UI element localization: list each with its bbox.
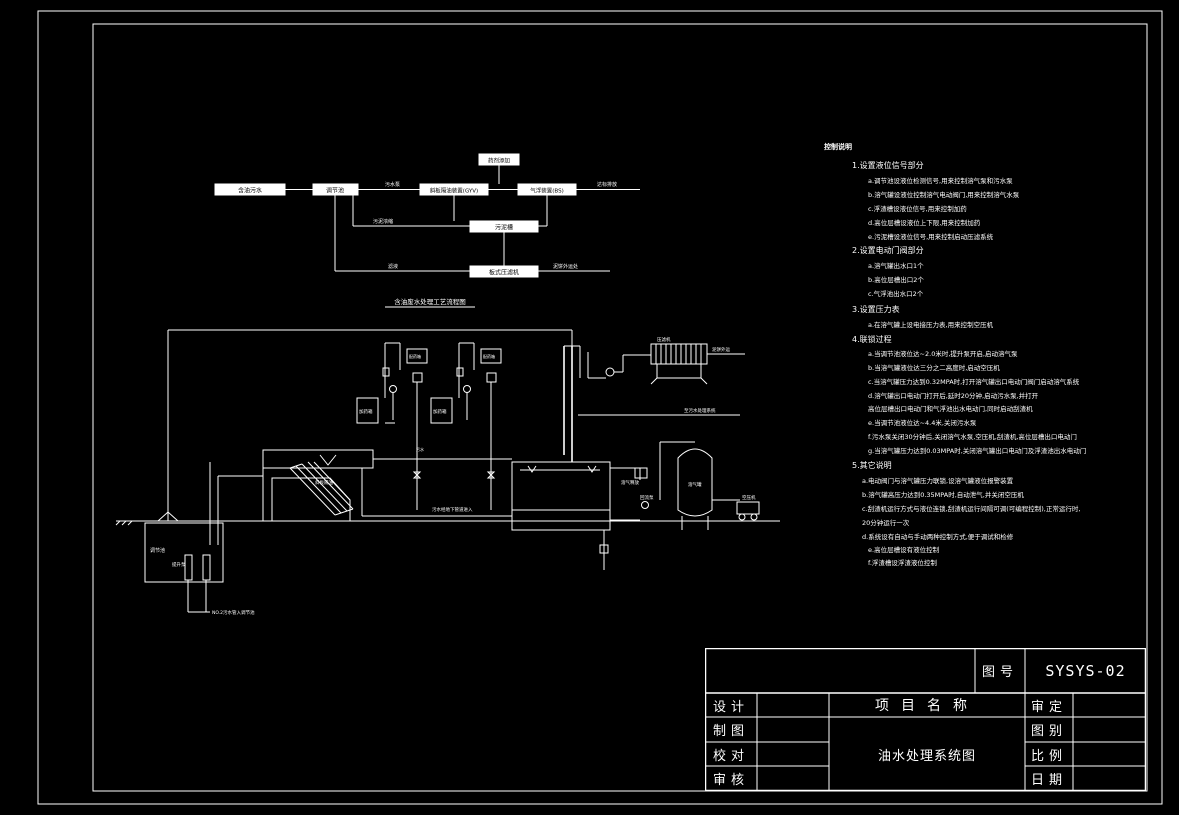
air-tank xyxy=(677,448,713,517)
flow-lbl-pump: 污水泵 xyxy=(385,181,400,188)
title-block-grid xyxy=(705,648,1146,791)
air-tank-label: 溶气罐 xyxy=(688,481,702,488)
release-label: 溶气释放 xyxy=(621,479,639,486)
compressor-label: 空压机 xyxy=(742,494,756,501)
compressor xyxy=(736,501,760,515)
notes-heading: 控制说明 xyxy=(824,143,852,151)
flow-outlet: 达标排放 xyxy=(597,181,617,188)
ctrl-box-a-label: 配药箱 xyxy=(409,353,421,359)
adjust-tank xyxy=(144,522,224,583)
project-name-label: 项目名称 xyxy=(875,698,979,714)
notes-item: d.溶气罐出口电动门打开后,延时20分钟,启动污水泵,并打开 xyxy=(868,392,1039,400)
notes-sec-1-title: 1.设置液位信号部分 xyxy=(852,161,924,170)
ctrl-box-b-label: 配药箱 xyxy=(483,353,495,359)
flow-sep-device: 斜板隔油装置(GYV) xyxy=(430,187,478,195)
label-draw: 制图 xyxy=(712,724,749,739)
separator-top xyxy=(262,449,374,469)
dosing-tank-b-label: 加药箱 xyxy=(433,408,447,415)
notes-item: 20分钟运行一次 xyxy=(862,519,910,527)
notes-item: 高位层槽出口电动门和气浮池出水电动门,同时启动刮渣机 xyxy=(868,405,1033,413)
label-category: 图别 xyxy=(1030,724,1067,739)
lift-pump-label: 提升泵 xyxy=(172,561,186,568)
notes-item: c.当溶气罐压力达到0.32MPA时,打开溶气罐出口电动门阀门启动溶气系统 xyxy=(868,378,1080,386)
notes-item: c.浮渣槽设液位信号,用来控制加药 xyxy=(868,205,967,213)
label-date: 日期 xyxy=(1030,773,1067,788)
notes-item: d.高位层槽设液位上下限,用来控制加药 xyxy=(868,219,981,227)
notes-item: b.溶气罐高压力达到0.35MPA时,自动泄气,并关闭空压机 xyxy=(862,491,1024,499)
title-block: 图号 SYSYS-02 设计 制图 校对 审核 项目名称 油水处理系统图 审定 … xyxy=(705,648,1146,791)
notes-item: b.高位层槽出口2个 xyxy=(868,276,924,284)
label-approve: 审定 xyxy=(1030,699,1067,715)
notes-item: a.当调节池液位达~2.0米时,提升泵开启,启动溶气泵 xyxy=(868,350,1018,358)
flow-lbl-cake: 泥饼外运处 xyxy=(553,263,578,270)
notes-item: e.污泥槽设液位信号,用来控制启动压滤系统 xyxy=(868,233,994,241)
filter-press xyxy=(650,343,708,365)
inner-frame xyxy=(92,23,1148,792)
flow-dosing: 药剂添加 xyxy=(488,157,510,165)
notes-sec-3-title: 3.设置压力表 xyxy=(852,305,900,314)
notes-sec-4-title: 4.联锁过程 xyxy=(852,335,892,344)
dosing-tank-b xyxy=(430,397,453,424)
flow-float-device: 气浮装置(BS) xyxy=(530,187,563,195)
flow-raw-water: 含油污水 xyxy=(238,187,262,195)
flow-sludge-tank: 污泥槽 xyxy=(495,224,513,232)
dirty-pipe-label: 至污水处理系统 xyxy=(684,407,716,414)
pipe-note: 污水经地下管道进入 xyxy=(432,506,473,513)
label-design: 设计 xyxy=(712,699,749,715)
notes-item: f.浮渣槽设浮渣液位控制 xyxy=(868,559,937,567)
notes-item: d.系统设有自动与手动两种控制方式,便于调试和检修 xyxy=(862,533,1014,541)
notes-item: b.溶气罐设液位控制溶气电动阀门,用来控制溶气水泵 xyxy=(868,191,1020,199)
adjust-tank-label: 调节池 xyxy=(150,547,165,554)
notes-item: a.溶气罐出水口1个 xyxy=(868,262,924,270)
equipment-schematic: 调节池 提升泵 NO.2污水管入调节池 斜板隔油 污水经地下管道进入 xyxy=(115,329,780,616)
notes-item: a.在溶气罐上设电接压力表,用来控制空压机 xyxy=(868,321,994,329)
flow-title: 含油废水处理工艺流程图 xyxy=(394,297,466,306)
flotation-tank xyxy=(511,461,611,511)
notes-item: f.污水泵关闭30分钟后,关闭溶气水泵,空压机,刮渣机,高位层槽出口电动门 xyxy=(868,433,1077,441)
press-label: 压滤机 xyxy=(657,336,671,343)
flow-lbl-filtrate: 滤液 xyxy=(388,263,398,270)
notes-item: a.电动阀门与溶气罐压力联锁,设溶气罐液位报警装置 xyxy=(862,477,1014,485)
drawing-no: SYSYS-02 xyxy=(1045,661,1126,680)
notes-item: g.当溶气罐压力达到0.03MPA时,关闭溶气罐出口电动门及浮渣池出水电动门 xyxy=(868,447,1087,455)
flow-lbl-sludge: 污泥浓缩 xyxy=(373,218,393,225)
sewage-label: 污水 xyxy=(416,446,424,452)
notes-item: e.高位层槽设有液位控制 xyxy=(868,546,940,554)
drawing-name: 油水处理系统图 xyxy=(877,748,976,764)
notes-sec-2-title: 2.设置电动门阀部分 xyxy=(852,246,924,255)
notes-item: e.当调节池液位达~4.4米,关闭污水泵 xyxy=(868,419,977,427)
dosing-tank-a-label: 加药箱 xyxy=(359,408,373,415)
circ-label: 回流泵 xyxy=(640,494,654,501)
label-scale: 比例 xyxy=(1030,748,1067,764)
notes-sec-5-title: 5.其它说明 xyxy=(852,461,892,470)
outer-frame xyxy=(37,10,1163,805)
drawing-no-label: 图号 xyxy=(981,665,1018,680)
ctrl-box-a xyxy=(406,348,428,364)
label-check: 校对 xyxy=(712,748,749,764)
press-out-label: 泥饼外运 xyxy=(712,346,730,353)
process-flow-diagram: 含油污水 调节池 斜板隔油装置(GYV) 气浮装置(BS) 药剂添加 污泥槽 板… xyxy=(214,153,640,308)
notes-item: c.气浮池出水口2个 xyxy=(868,290,924,298)
bottom-note: NO.2污水管入调节池 xyxy=(212,609,255,616)
label-review: 审核 xyxy=(712,773,749,788)
inclined-plates xyxy=(289,461,354,516)
ctrl-box-b xyxy=(480,348,502,364)
flow-adjust-tank: 调节池 xyxy=(326,187,344,195)
dosing-tank-a xyxy=(356,397,379,424)
separator-label: 斜板隔油 xyxy=(315,479,333,486)
notes-item: c.刮渣机运行方式与液位连锁,刮渣机运行间隔可调(可编程控制),正常运行时, xyxy=(862,505,1081,513)
notes-item: a.调节池设液位检测信号,用来控制溶气泵和污水泵 xyxy=(868,177,1013,185)
flow-filter-press: 板式压滤机 xyxy=(489,269,519,277)
notes-item: b.当溶气罐液位达三分之二高度时,启动空压机 xyxy=(868,364,1000,372)
